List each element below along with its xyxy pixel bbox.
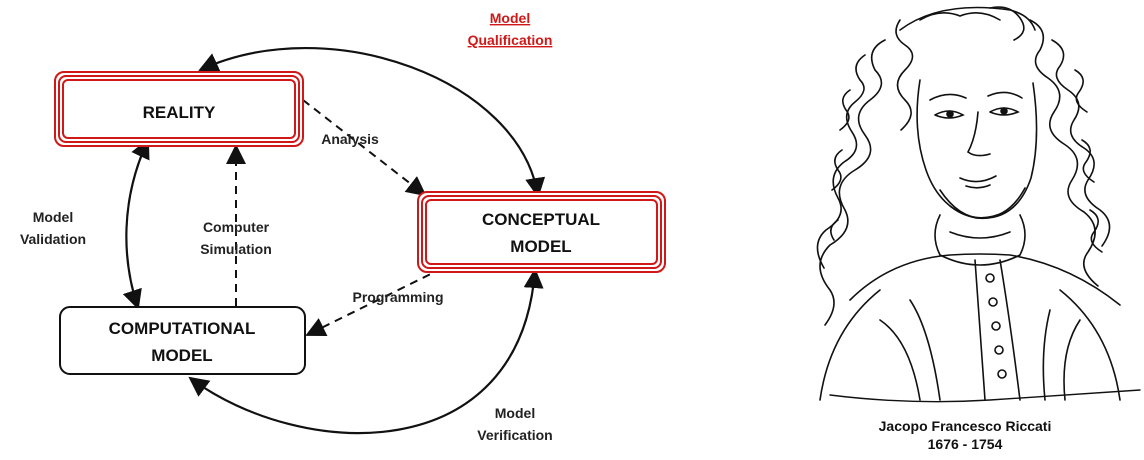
portrait-caption-years: 1676 - 1754	[927, 436, 1003, 452]
computational-label-line2: MODEL	[151, 346, 212, 365]
computational-label-line1: COMPUTATIONAL	[109, 319, 256, 338]
wig-right	[989, 6, 1111, 287]
reality-label: REALITY	[143, 103, 216, 122]
model-cycle-diagram: REALITY CONCEPTUAL MODEL COMPUTATIONAL M…	[20, 10, 666, 443]
verification-arrow	[188, 268, 544, 435]
qualification-label-line1: Model	[490, 10, 530, 26]
portrait-caption-name: Jacopo Francesco Riccati	[878, 418, 1052, 434]
conceptual-model-node: CONCEPTUAL MODEL	[417, 191, 666, 273]
coat	[819, 253, 1141, 403]
collar	[934, 214, 1026, 266]
engraved-portrait	[816, 6, 1141, 403]
wig-left	[816, 19, 914, 326]
conceptual-label-line1: CONCEPTUAL	[482, 210, 600, 229]
verification-label-line1: Model	[495, 405, 535, 421]
qualification-label-line2: Qualification	[468, 32, 553, 48]
verification-label-line2: Verification	[477, 427, 552, 443]
computational-model-node: COMPUTATIONAL MODEL	[59, 306, 306, 375]
qualification-arrow	[198, 47, 546, 198]
conceptual-label-line2: MODEL	[510, 237, 571, 256]
simulation-label-line2: Simulation	[200, 241, 272, 257]
reality-node: REALITY	[54, 71, 304, 147]
face	[916, 79, 1038, 220]
analysis-arrow	[302, 99, 427, 197]
validation-arrow	[122, 138, 150, 310]
simulation-label-line1: Computer	[203, 219, 270, 235]
validation-label-line1: Model	[33, 209, 73, 225]
validation-label-line2: Validation	[20, 231, 86, 247]
programming-label: Programming	[352, 289, 443, 305]
analysis-label: Analysis	[321, 131, 379, 147]
